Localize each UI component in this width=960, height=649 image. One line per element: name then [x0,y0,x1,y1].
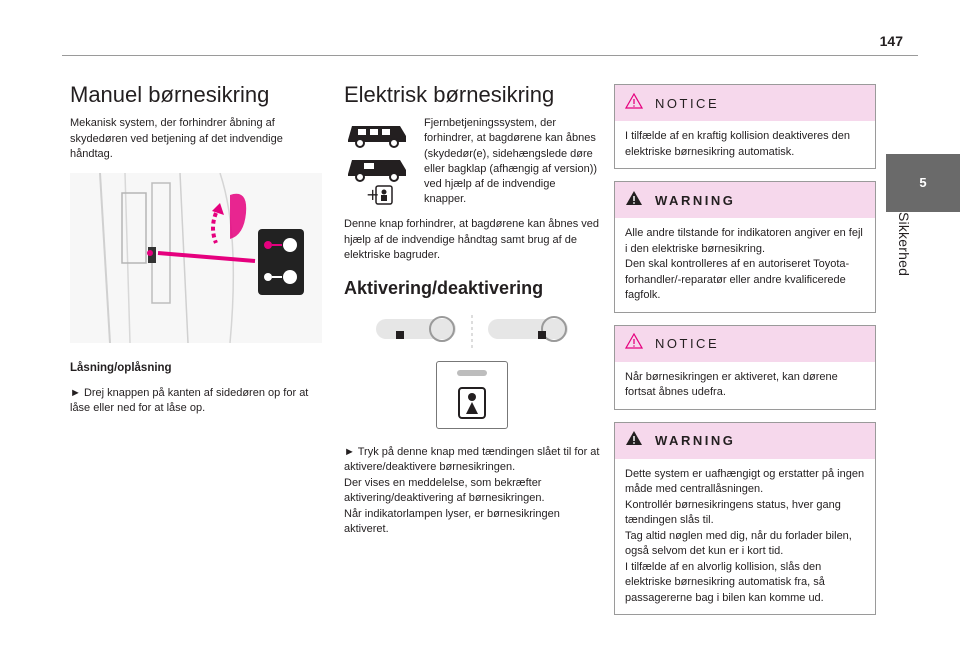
manual-child-lock-intro: Mekanisk system, der forhindrer åbning a… [70,117,283,160]
manual-child-lock-title: Manuel børnesikring [70,82,270,107]
electric-child-lock-column: Elektrisk børnesikring + Fjernbetjenings… [344,76,600,538]
warning-title: WARNING [655,433,736,448]
chapter-tab[interactable]: 5 [886,154,960,212]
child-lock-button-illustration [436,360,508,429]
electric-lock-description: Denne knap forhindrer, at bagdørene kan … [344,218,600,261]
warning-icon [625,190,643,211]
notice-icon [624,92,644,114]
warning-box: WARNING Dette system er uafhængigt og er… [614,421,876,615]
lock-instruction: ► Drej knappen på kanten af sidedøren op… [70,386,309,415]
activation-step-1: ► Tryk på denne knap med tændingen slået… [344,445,600,474]
manual-child-lock-column: Manuel børnesikring Mekanisk system, der… [70,76,322,417]
notice-icon [624,332,644,354]
notice-box: NOTICE I tilfælde af en kraftig kollisio… [614,84,876,169]
notices-column: NOTICE I tilfælde af en kraftig kollisio… [614,84,876,627]
activation-subheading: Aktivering/deaktivering [344,277,544,298]
warning-line: I tilfælde af en alvorlig kollision, slå… [625,560,825,604]
warning-line: Alle andre tilstande for indikatoren ang… [625,227,863,255]
activation-step-2: Der vises en meddelelse, som bekræfter a… [344,476,545,505]
notice-box: NOTICE Når børnesikringen er aktiveret, … [614,324,876,410]
activation-step-3: Når indikatorlampen lyser, er børnesikri… [344,507,560,536]
door-edge-lock-illustration [70,172,322,343]
steering-control-illustration [344,314,600,351]
remote-system-block: + Fjernbetjeningssystem, der forhindrer,… [344,116,600,211]
chapter-label: Sikkerhed [896,212,912,277]
warning-line: Tag altid nøglen med dig, når du forlade… [625,529,852,558]
warning-box: WARNING Alle andre tilstande for indikat… [614,181,876,313]
notice-text: I tilfælde af en kraftig kollision deakt… [625,130,851,158]
notice-text: Når børnesikringen er aktiveret, kan dør… [625,370,838,399]
warning-icon [625,430,643,451]
lock-unlock-subheading: Låsning/oplåsning [70,361,172,374]
warning-line: Dette system er uafhængigt og erstatter … [625,467,865,496]
warning-line: Kontrollér børnesikringens status, hver … [625,498,841,527]
van-icon: + [348,126,406,205]
header-divider [62,55,918,56]
page-number: 147 [879,33,903,49]
warning-line: Den skal kontrolleres af en autoriseret … [625,258,850,301]
remote-system-text: Fjernbetjeningssystem, der forhindrer, a… [424,117,598,206]
notice-title: NOTICE [655,336,720,351]
notice-title: NOTICE [655,95,720,111]
svg-text:+: + [366,185,379,204]
van-icons: + [344,116,414,211]
child-lock-button-icon [457,369,487,419]
electric-child-lock-title: Elektrisk børnesikring [344,82,555,107]
warning-title: WARNING [655,192,736,208]
